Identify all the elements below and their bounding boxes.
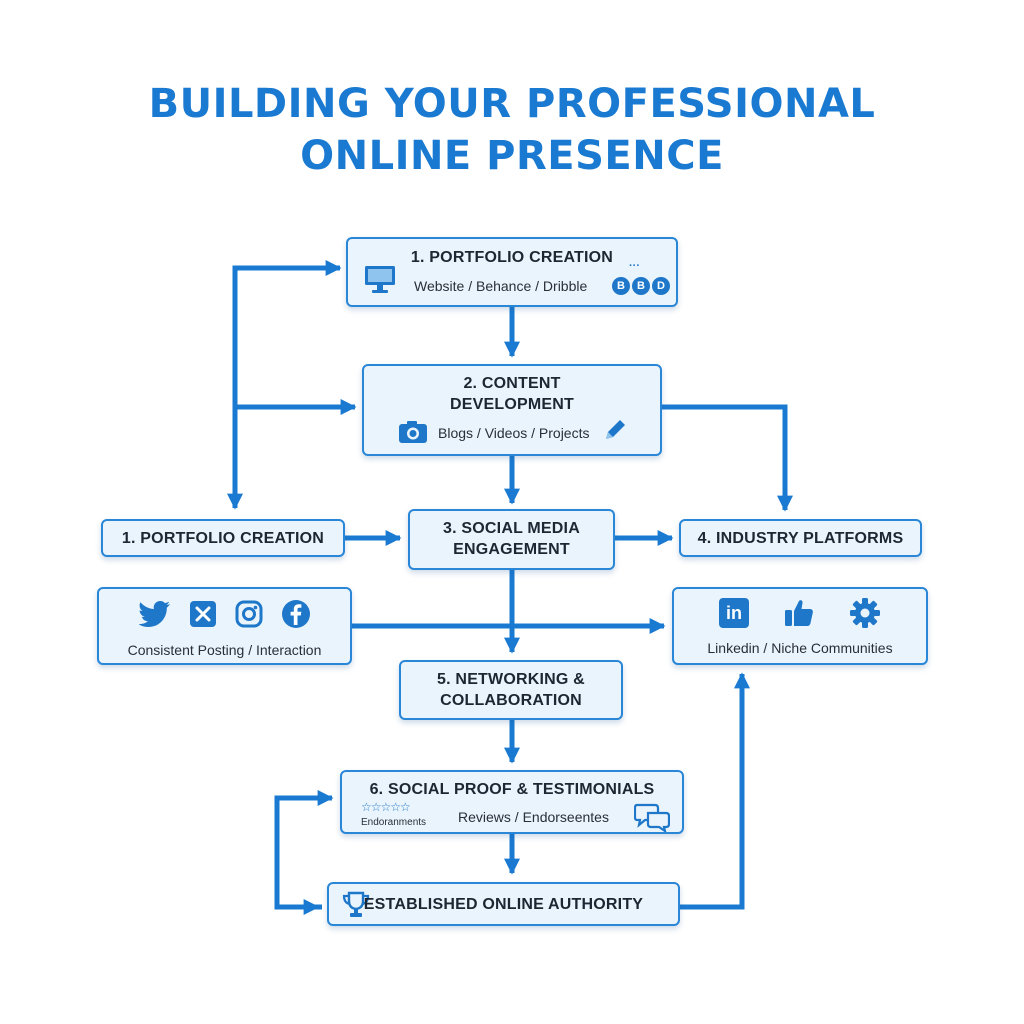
arrow-loop-to-portfolio	[232, 259, 342, 505]
arrow-authority-to-linkedin	[680, 672, 751, 910]
node-established-authority[interactable]: ESTABLISHED ONLINE AUTHORITY	[327, 882, 680, 926]
instagram-icon	[235, 600, 263, 628]
star-rating-icon: ☆☆☆☆☆	[361, 800, 411, 814]
node-portfolio-sub: Website / Behance / Dribble	[414, 278, 588, 294]
node-portfolio-creation[interactable]: 1. PORTFOLIO CREATION Website / Behance …	[346, 237, 678, 307]
node-social-platforms-sub: Consistent Posting / Interaction	[127, 642, 322, 658]
pencil-icon	[601, 416, 629, 444]
badge-top-dots: ···	[629, 260, 640, 272]
linkedin-icon: in	[719, 598, 749, 628]
title-line-1: BUILDING YOUR PROFESSIONAL	[148, 81, 876, 127]
node-social-platforms[interactable]: Consistent Posting / Interaction	[97, 587, 352, 665]
node-portfolio-left-label: 1. PORTFOLIO CREATION	[121, 530, 325, 547]
facebook-icon	[281, 599, 311, 629]
chat-bubbles-icon	[634, 802, 670, 832]
node-networking-collaboration[interactable]: 5. NETWORKING & COLLABORATION	[399, 660, 623, 720]
camera-icon	[397, 419, 429, 445]
node-proof-label: 6. SOCIAL PROOF & TESTIMONIALS	[369, 781, 655, 798]
node-content-label-1: 2. CONTENT	[463, 375, 561, 392]
behance-icon: B	[612, 277, 630, 295]
node-content-label-2: DEVELOPMENT	[450, 396, 574, 413]
title-line-2: ONLINE PRESENCE	[300, 133, 724, 179]
node-proof-sub: Reviews / Endorseentes	[458, 809, 609, 825]
arrow-content-to-industry	[662, 404, 794, 512]
gear-icon	[849, 597, 881, 629]
dribbble-icon: D	[652, 277, 670, 295]
arrow-authority-to-proof-loop	[274, 789, 334, 910]
page-title: BUILDING YOUR PROFESSIONAL ONLINE PRESEN…	[0, 78, 1024, 182]
node-authority-label: ESTABLISHED ONLINE AUTHORITY	[363, 896, 644, 913]
node-networking-label-1: 5. NETWORKING &	[437, 671, 585, 688]
node-social-proof[interactable]: 6. SOCIAL PROOF & TESTIMONIALS ☆☆☆☆☆ End…	[340, 770, 684, 834]
x-icon	[189, 600, 217, 628]
node-industry-label: 4. INDUSTRY PLATFORMS	[697, 530, 904, 547]
node-content-sub: Blogs / Videos / Projects	[438, 425, 590, 441]
node-linkedin-sub: Linkedin / Niche Communities	[707, 640, 893, 656]
node-social-label-1: 3. SOCIAL MEDIA	[443, 520, 580, 537]
node-linkedin-communities[interactable]: in Linkedin / Niche Communities	[672, 587, 928, 665]
behance-alt-icon: B	[632, 277, 650, 295]
stars-caption: Endoranments	[361, 817, 427, 828]
social-icon-row	[99, 599, 350, 629]
node-networking-label-2: COLLABORATION	[440, 692, 582, 709]
thumbs-up-icon	[783, 597, 815, 629]
node-social-label-2: ENGAGEMENT	[453, 541, 570, 558]
node-portfolio-creation-left[interactable]: 1. PORTFOLIO CREATION	[101, 519, 345, 557]
node-industry-platforms[interactable]: 4. INDUSTRY PLATFORMS	[679, 519, 922, 557]
node-portfolio-label: 1. PORTFOLIO CREATION	[410, 249, 614, 266]
node-content-development[interactable]: 2. CONTENT DEVELOPMENT Blogs / Videos / …	[362, 364, 662, 456]
node-social-media-engagement[interactable]: 3. SOCIAL MEDIA ENGAGEMENT	[408, 509, 615, 570]
platform-badges: B B D	[612, 277, 670, 295]
twitter-icon	[138, 600, 171, 628]
linkedin-icon-row: in	[674, 597, 926, 629]
monitor-icon	[362, 263, 398, 295]
trophy-icon	[341, 890, 371, 920]
